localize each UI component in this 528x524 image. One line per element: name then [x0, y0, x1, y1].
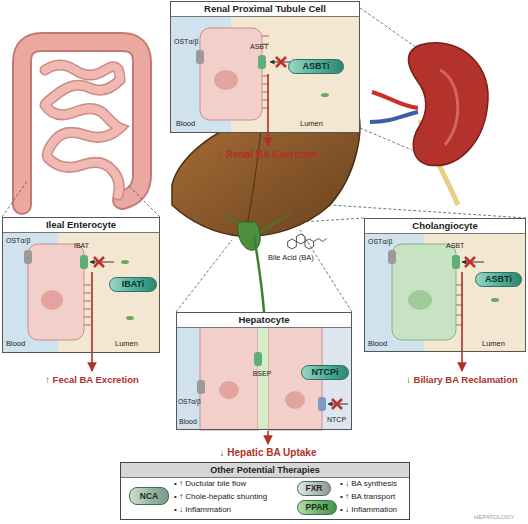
drug-name: FXR — [298, 482, 330, 495]
kidney-art — [370, 43, 488, 205]
annotation: OSTα/β — [368, 238, 392, 246]
outcome-text: ↓ Hepatic BA Uptake — [188, 447, 348, 458]
drug-name: ASBTi — [476, 273, 521, 286]
panel-title: Renal Proximal Tubule Cell — [171, 2, 359, 17]
outcome-text: ↑ Fecal BA Excretion — [12, 375, 172, 385]
annotation: OSTα/β — [174, 38, 198, 46]
drug-name: NTCPi — [302, 366, 348, 379]
cholangiocyte-art — [365, 232, 525, 371]
drug-pill: PPAR — [297, 500, 337, 515]
annotation: Bile Acid (BA) — [268, 254, 314, 262]
drug-name: PPAR — [298, 501, 336, 514]
annotation: ASBT — [446, 242, 464, 250]
annotation: Blood — [6, 340, 25, 348]
annotation: • ↓ BA synthesis — [340, 480, 397, 489]
drug-pill: NTCPi — [301, 365, 349, 380]
drug-name: ASBTi — [289, 60, 343, 73]
drug-pill: NCA — [129, 487, 169, 505]
drug-pill: ASBTi — [288, 59, 344, 74]
watermark: HEPATOLOGY — [474, 514, 514, 521]
drug-pill: IBATi — [109, 277, 157, 292]
hepatocyte-art — [177, 326, 351, 444]
drug-name: NCA — [130, 488, 168, 504]
ileal-cell-art — [3, 231, 159, 371]
annotation: Lumen — [300, 120, 323, 128]
annotation: • ↓ Inflammation — [174, 506, 231, 515]
annotation: OSTα/β — [178, 398, 201, 405]
drug-pill: FXR — [297, 481, 331, 496]
drug-name: IBATi — [110, 278, 156, 291]
annotation: • ↑ Chole-hepatic shunting — [174, 493, 267, 502]
annotation: • ↓ Inflammation — [340, 506, 397, 515]
panel-title: Ileal Enterocyte — [3, 218, 159, 233]
outcome-text: ↑ Renal BA Excretion — [188, 149, 348, 160]
outcome-text: ↓ Biliary BA Reclamation — [382, 375, 528, 385]
annotation: NTCP — [327, 416, 346, 424]
panel-title: Other Potential Therapies — [121, 463, 409, 478]
annotation: Lumen — [482, 340, 505, 348]
cell-panel: Renal Proximal Tubule CellASBTi — [170, 1, 360, 133]
annotation: Lumen — [115, 340, 138, 348]
renal-cell-art — [171, 15, 359, 146]
annotation: • ↑ BA transport — [340, 493, 395, 502]
panel-title: Cholangiocyte — [365, 219, 525, 234]
annotation: OSTα/β — [6, 237, 30, 245]
liver-art — [172, 103, 360, 312]
intestine-art — [22, 42, 142, 205]
annotation: IBAT — [74, 242, 89, 250]
annotation: • ↑ Ductular bile flow — [174, 480, 246, 489]
annotation: ASBT — [250, 43, 268, 51]
annotation: Blood — [368, 340, 387, 348]
annotation: Blood — [179, 418, 197, 426]
annotation: BSEP — [182, 370, 342, 378]
annotation: Blood — [176, 120, 195, 128]
panel-title: Hepatocyte — [177, 313, 351, 328]
drug-pill: ASBTi — [475, 272, 522, 287]
